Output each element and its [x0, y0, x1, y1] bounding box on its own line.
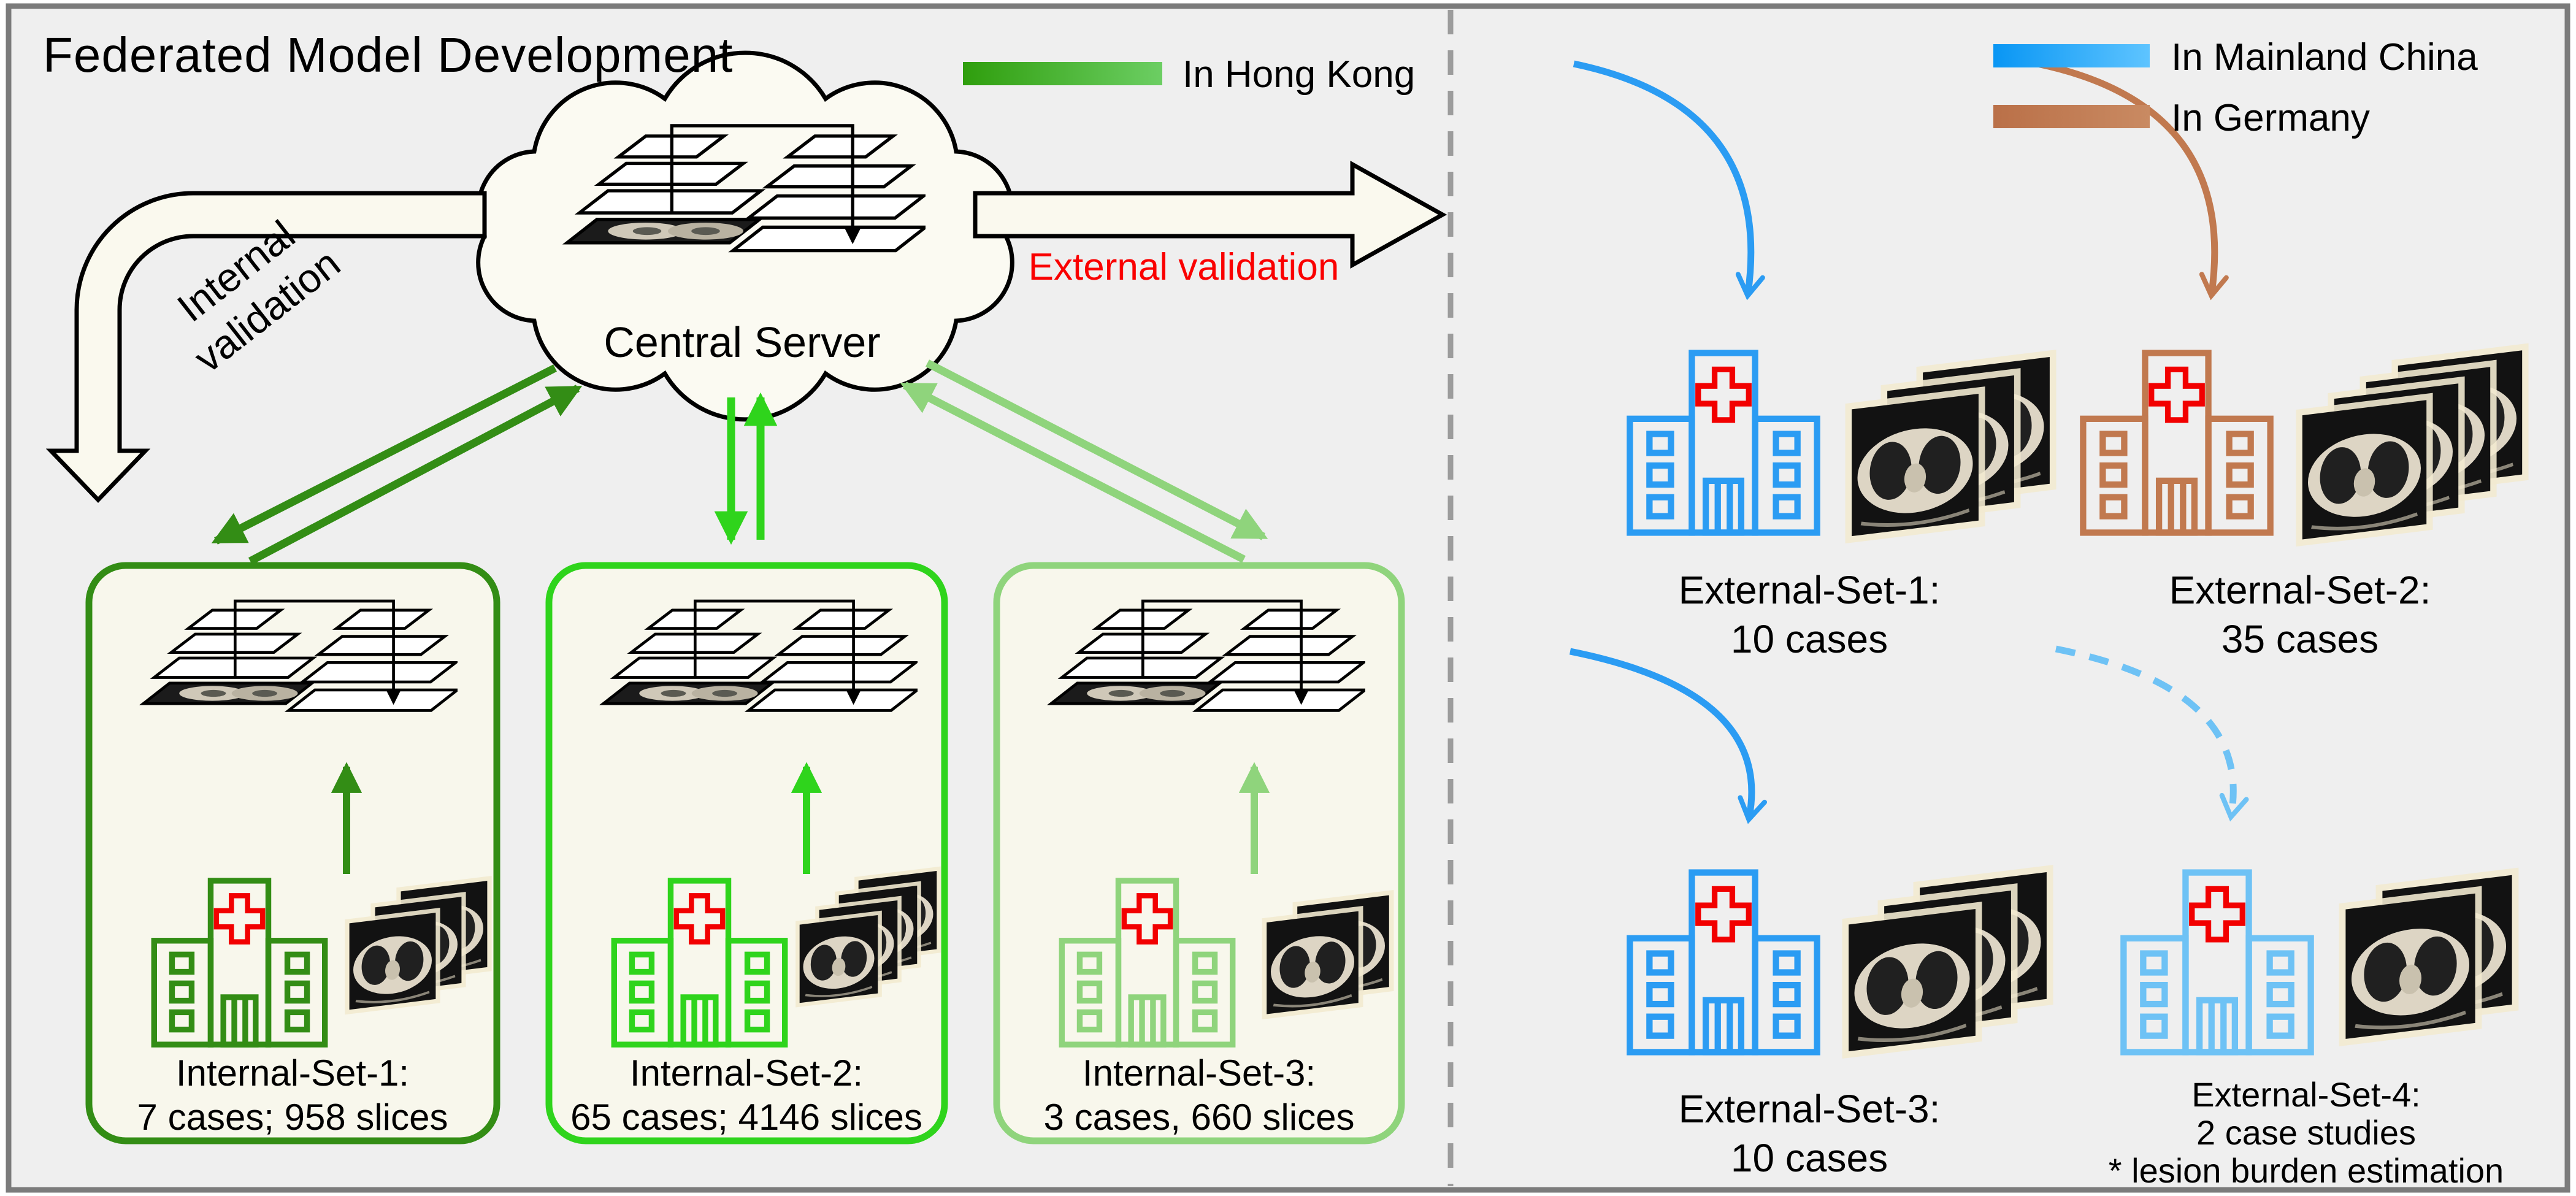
flow-arrow-external-set-3 — [1569, 648, 1768, 824]
flow-arrow-external-set-4 — [2055, 645, 2249, 822]
set-stats: 3 cases, 660 slices — [1043, 1097, 1355, 1138]
set-name: Internal-Set-1: — [175, 1052, 410, 1094]
upload-arrow-site1 — [248, 385, 583, 565]
download-arrow-site1 — [211, 364, 557, 545]
set-stats: 10 cases — [1730, 617, 1888, 661]
download-arrow-site3 — [926, 359, 1268, 540]
internal-set-2-box — [545, 562, 948, 1144]
set-name: External-Set-4: — [2191, 1075, 2421, 1114]
set-note: * lesion burden estimation — [2108, 1151, 2504, 1190]
set-stats: 35 cases — [2221, 617, 2379, 661]
legend-swatch-hong-kong — [963, 62, 1162, 85]
set-name: External-Set-1: — [1678, 568, 1941, 612]
external-validation-label: External validation — [1028, 246, 1340, 288]
internal-validation-arrow — [45, 191, 487, 504]
internal-set-3-box — [993, 562, 1405, 1144]
external-set-1-label: External-Set-1: 10 cases — [1619, 565, 1999, 664]
upload-arrow-site3 — [900, 381, 1246, 563]
internal-set-3-label: Internal-Set-3: 3 cases, 660 slices — [1015, 1051, 1383, 1140]
legend-swatch-germany — [1993, 105, 2150, 128]
legend-label-hong-kong: In Hong Kong — [1183, 53, 1416, 96]
flow-arrow-external-set-2 — [2036, 60, 2229, 301]
legend-swatch-mainland-china — [1993, 44, 2150, 67]
legend-label-germany: In Germany — [2171, 97, 2370, 139]
external-set-2-label: External-Set-2: 35 cases — [2110, 565, 2490, 664]
external-set-3-label: External-Set-3: 10 cases — [1619, 1084, 1999, 1183]
set-name: Internal-Set-3: — [1082, 1052, 1316, 1094]
flow-arrow-external-set-1 — [1573, 60, 1765, 301]
external-validation-arrow — [973, 161, 1447, 269]
internal-set-1-box — [85, 562, 500, 1144]
set-stats: 10 cases — [1730, 1136, 1888, 1180]
legend-label-mainland-china: In Mainland China — [2171, 36, 2478, 79]
set-stats: 2 case studies — [2196, 1113, 2416, 1152]
set-stats: 7 cases; 958 slices — [137, 1097, 448, 1138]
internal-set-1-label: Internal-Set-1: 7 cases; 958 slices — [109, 1051, 477, 1140]
federated-exchange-arrows — [211, 359, 1268, 565]
set-stats: 65 cases; 4146 slices — [570, 1097, 922, 1138]
central-server-label: Central Server — [604, 318, 881, 366]
page-title: Federated Model Development — [43, 28, 734, 82]
set-name: External-Set-2: — [2169, 568, 2431, 612]
set-name: External-Set-3: — [1678, 1087, 1941, 1131]
internal-set-2-label: Internal-Set-2: 65 cases; 4146 slices — [562, 1051, 930, 1140]
external-set-4-label: External-Set-4: 2 case studies * lesion … — [2085, 1076, 2527, 1190]
set-name: Internal-Set-2: — [629, 1052, 864, 1094]
